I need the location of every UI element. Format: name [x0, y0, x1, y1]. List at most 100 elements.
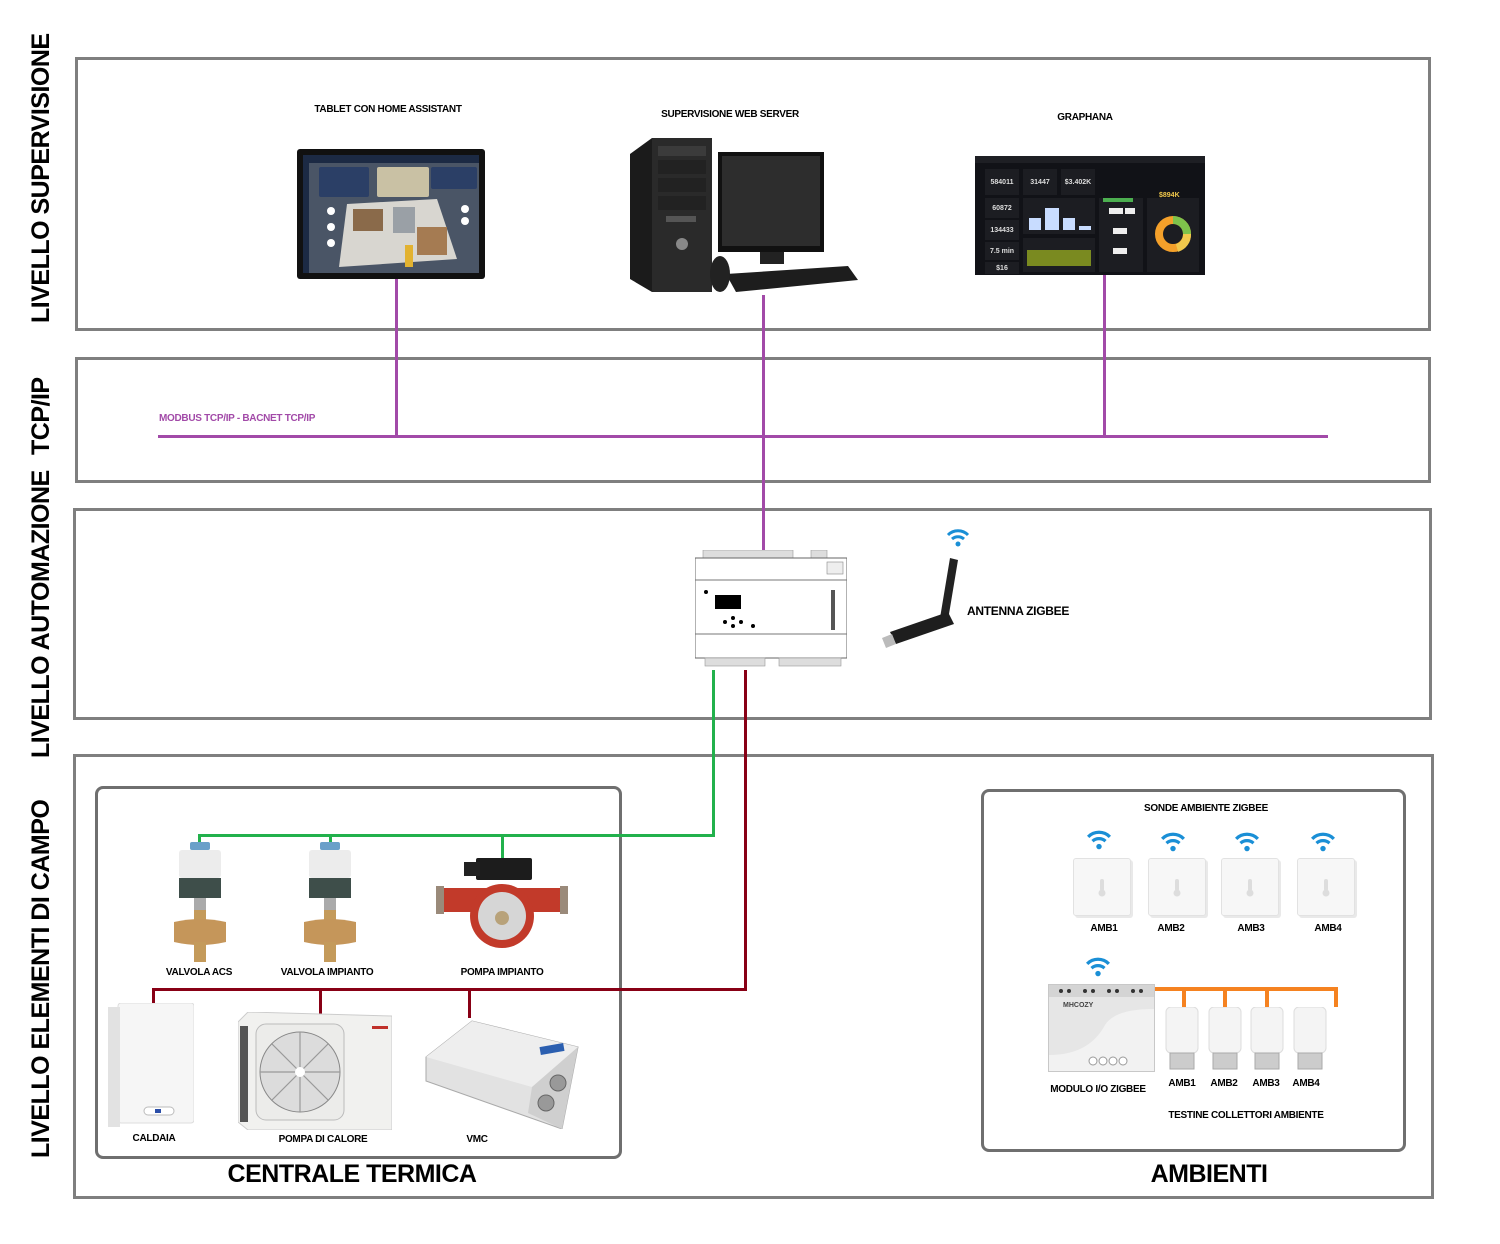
group-centrale-termica [95, 786, 622, 1159]
tcp-bus-line [158, 435, 1328, 438]
plc-controller[interactable] [695, 550, 847, 668]
io-module-brand: MHCOZY [1063, 1002, 1094, 1009]
heat-pump-icon [238, 1012, 392, 1130]
green-bus-vertical [712, 670, 715, 837]
valve-head-amb2[interactable] [1207, 1007, 1243, 1071]
boiler[interactable] [108, 1003, 194, 1127]
thermostatic-head-icon [1250, 1007, 1284, 1070]
thermostatic-head-icon [1208, 1007, 1242, 1070]
level-label-field: LIVELLO ELEMENTI DI CAMPO [27, 799, 55, 1158]
orange-bus-horizontal [1152, 987, 1338, 991]
green-drop-valve-impianto [329, 834, 332, 846]
boiler-label: CALDAIA [132, 1133, 176, 1144]
red-drop-heat-pump [319, 988, 322, 1016]
server-label: SUPERVISIONE WEB SERVER [661, 109, 799, 120]
heat-pump[interactable] [238, 1012, 392, 1130]
heat-pump-label: POMPA DI CALORE [278, 1134, 368, 1145]
sensor-amb1[interactable] [1073, 858, 1131, 916]
zigbee-antenna[interactable] [880, 556, 964, 652]
usb-antenna-icon [882, 558, 958, 648]
vmc-label: VMC [466, 1134, 488, 1145]
grafana-dashboard[interactable]: 584011 31447 $3.402K 60872 134433 7.5 mi… [975, 156, 1205, 275]
valve-impianto[interactable] [300, 842, 360, 962]
grafana-link [1103, 275, 1106, 437]
green-bus-horizontal [198, 834, 715, 837]
stat-panel: 584011 [985, 169, 1019, 195]
pump-icon [436, 858, 568, 948]
valve-acs-label: VALVOLA ACS [165, 967, 233, 978]
thermometer-icon [1098, 879, 1106, 897]
sensor-amb3[interactable] [1221, 858, 1279, 916]
level-label-automation: LIVELLO AUTOMAZIONE [27, 470, 55, 758]
orange-drop-amb3 [1265, 987, 1269, 1007]
orange-drop-amb4 [1334, 987, 1338, 1007]
stat-panel: 7.5 min [985, 242, 1019, 260]
panel-network [75, 357, 1431, 483]
plc-controller-icon [695, 550, 847, 667]
web-server-pc[interactable] [622, 134, 862, 298]
io-module-label: MODULO I/O ZIGBEE [1050, 1084, 1146, 1095]
red-bus-horizontal [152, 988, 747, 991]
thermometer-icon [1246, 879, 1254, 897]
thermometer-icon [1173, 879, 1181, 897]
grafana-topbar [975, 156, 1205, 163]
valve-heads-title: TESTINE COLLETTORI AMBIENTE [1168, 1110, 1324, 1121]
valve-acs[interactable] [170, 842, 230, 962]
sensors-title: SONDE AMBIENTE ZIGBEE [1144, 803, 1268, 814]
sensor-amb2[interactable] [1148, 858, 1206, 916]
stat-panel: 31447 [1023, 169, 1057, 195]
wifi-icon [1310, 830, 1336, 852]
valve-head-amb3[interactable] [1249, 1007, 1285, 1071]
valve-head-label: AMB3 [1252, 1078, 1280, 1089]
orange-drop-amb1 [1182, 987, 1186, 1007]
stat-panel: 60872 [985, 198, 1019, 218]
orange-drop-amb2 [1223, 987, 1227, 1007]
vmc-unit[interactable] [422, 1017, 582, 1129]
valve-head-label: AMB4 [1292, 1078, 1320, 1089]
level-label-supervision: LIVELLO SUPERVISIONE [27, 33, 55, 323]
red-drop-vmc [468, 988, 471, 1018]
stat-panel: $16 [985, 262, 1019, 274]
red-bus-vertical [744, 670, 747, 991]
wifi-icon [946, 527, 970, 547]
tablet-device[interactable] [297, 149, 485, 279]
antenna-label: ANTENNA ZIGBEE [967, 604, 1070, 618]
stat-panel: $3.402K [1061, 169, 1095, 195]
valve-head-amb1[interactable] [1164, 1007, 1200, 1071]
valve-impianto-label: VALVOLA IMPIANTO [280, 967, 374, 978]
tablet-link [395, 279, 398, 437]
gauge-value: $894K [1159, 192, 1180, 199]
green-drop-valve-acs [198, 834, 201, 846]
green-drop-pump [501, 834, 504, 860]
sensor-amb4[interactable] [1297, 858, 1355, 916]
sensor-label: AMB4 [1314, 923, 1342, 934]
tablet-label: TABLET CON HOME ASSISTANT [314, 104, 462, 115]
group-ambienti [981, 789, 1406, 1152]
thermostatic-head-icon [1165, 1007, 1199, 1070]
valve-head-label: AMB2 [1210, 1078, 1238, 1089]
grafana-charts [1023, 198, 1199, 272]
ambienti-title: AMBIENTI [1150, 1160, 1268, 1188]
grafana-label: GRAPHANA [1057, 112, 1113, 123]
thermostatic-head-icon [1293, 1007, 1327, 1070]
boiler-icon [108, 1003, 194, 1127]
wifi-icon [1086, 828, 1112, 850]
circulation-pump[interactable] [436, 858, 568, 950]
desktop-computer-icon [630, 138, 858, 292]
stat-panel: 134433 [985, 220, 1019, 240]
zigbee-io-module[interactable]: MHCOZY [1048, 984, 1155, 1072]
sensor-label: AMB3 [1237, 923, 1265, 934]
motorized-valve-icon [304, 842, 356, 962]
valve-head-amb4[interactable] [1292, 1007, 1328, 1071]
centrale-termica-title: CENTRALE TERMICA [227, 1160, 477, 1188]
ventilation-unit-icon [425, 1020, 579, 1129]
level-label-network: TCP/IP [27, 377, 55, 455]
server-link [762, 295, 765, 557]
io-module-icon [1049, 985, 1154, 1071]
thermometer-icon [1322, 879, 1330, 897]
wifi-icon [1160, 830, 1186, 852]
sensor-label: AMB2 [1157, 923, 1185, 934]
wifi-icon [1234, 830, 1260, 852]
valve-head-label: AMB1 [1168, 1078, 1196, 1089]
sensor-label: AMB1 [1090, 923, 1118, 934]
